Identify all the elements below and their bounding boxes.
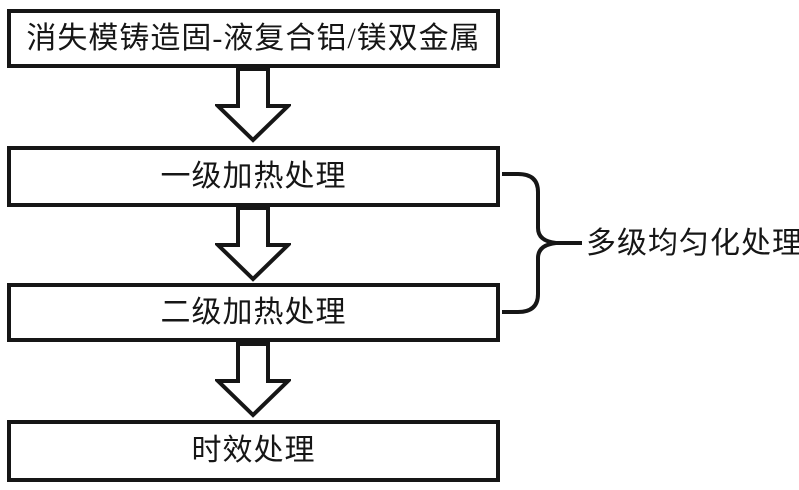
flow-box-aging-label: 时效处理: [191, 434, 316, 467]
flow-box-first-heating-label: 一级加热处理: [160, 159, 347, 193]
flow-box-aging: 时效处理: [7, 420, 500, 482]
down-arrow-icon: [215, 206, 291, 282]
flow-box-casting-label: 消失模铸造固-液复合铝/镁双金属: [26, 21, 481, 55]
flow-box-second-heating: 二级加热处理: [7, 283, 500, 342]
flow-box-second-heating-label: 二级加热处理: [160, 295, 347, 329]
flow-box-casting: 消失模铸造固-液复合铝/镁双金属: [7, 9, 500, 68]
down-arrow-icon: [215, 342, 291, 418]
curly-brace: [502, 172, 582, 314]
flow-box-first-heating: 一级加热处理: [7, 146, 500, 207]
brace-label: 多级均匀化处理: [586, 227, 799, 260]
down-arrow-icon: [215, 67, 291, 143]
